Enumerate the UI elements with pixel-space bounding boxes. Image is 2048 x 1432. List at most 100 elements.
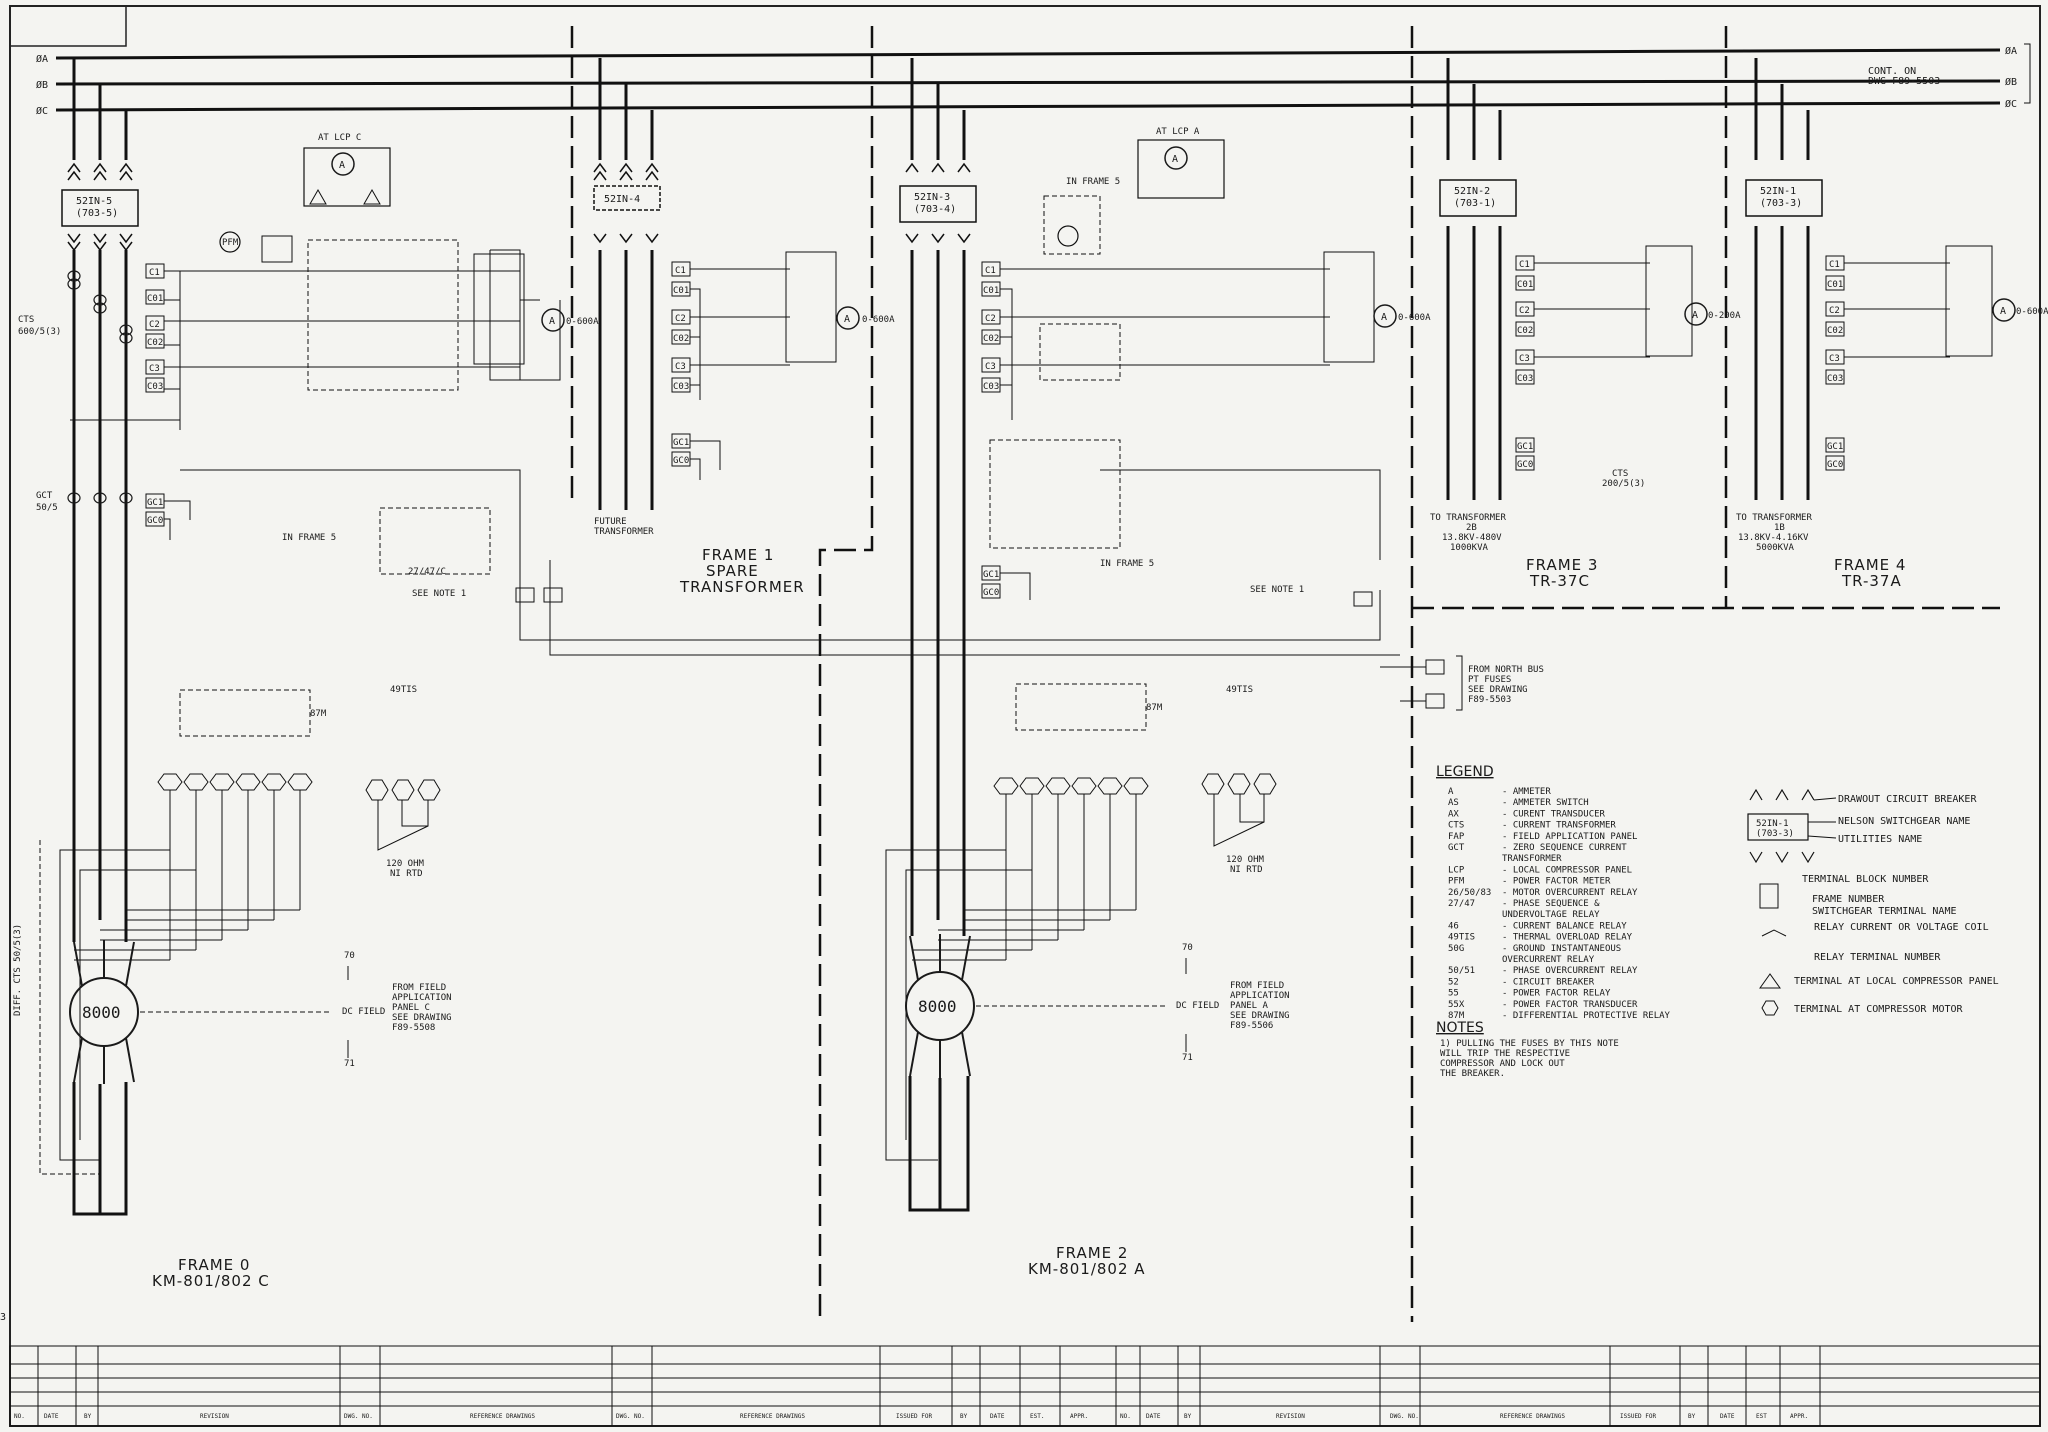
key-utilities: UTILITIES NAME <box>1838 834 1922 845</box>
frame2-av1 <box>1353 591 1373 607</box>
frame1-breaker-label: 52IN-4 <box>604 194 640 205</box>
frame1-ammeter <box>836 306 860 330</box>
frame0-pfm-meter <box>219 231 241 253</box>
legend-title: LEGEND <box>1436 764 1494 780</box>
frame1-ammeter-range: 0-600A <box>862 315 895 325</box>
legend-abbr: A <box>1448 787 1454 797</box>
frame3-breaker-box <box>1439 179 1517 217</box>
legend-desc: - AMMETER <box>1502 787 1551 797</box>
frame0-87m-box <box>179 689 311 737</box>
frame2-field-note-2: APPLICATION <box>1230 991 1290 1001</box>
frame3-terminal-blocks <box>1515 255 1535 471</box>
frame2-87m-label: 87M <box>1146 703 1163 713</box>
title-block-header: REFERENCE DRAWINGS <box>740 1413 805 1420</box>
frame4-breaker-label: 52IN-1 <box>1760 186 1796 197</box>
title-block-header: DWG. NO. <box>1390 1413 1419 1420</box>
legend-desc: - CURENT TRANSDUCER <box>1502 809 1606 819</box>
frame0-terminal-blocks <box>145 263 165 527</box>
frame2-87m-box <box>1015 683 1147 731</box>
frame0-breaker-box <box>61 189 139 227</box>
legend-desc: - MOTOR OVERCURRENT RELAY <box>1502 888 1638 898</box>
legend-desc: - AMMETER SWITCH <box>1502 798 1589 808</box>
legend-desc: - LOCAL COMPRESSOR PANEL <box>1502 865 1632 875</box>
frame0-rtd-1: 120 OHM <box>386 859 425 869</box>
svg-text:C03: C03 <box>983 382 999 392</box>
frame0-87m-leads <box>59 790 301 1161</box>
frame0-diff-label: DIFF. CTS 50/5(3) <box>13 924 23 1016</box>
frame1-subtitle-2: TRANSFORMER <box>679 578 805 596</box>
legend-desc: - FIELD APPLICATION PANEL <box>1502 832 1637 842</box>
legend-abbr: 26/50/83 <box>1448 888 1491 898</box>
key-sg-term: SWITCHGEAR TERMINAL NAME <box>1812 906 1957 917</box>
note-line: WILL TRIP THE RESPECTIVE <box>1440 1049 1570 1059</box>
svg-text:C1: C1 <box>1519 260 1530 270</box>
frame0-rtd-terminals <box>365 779 441 851</box>
title-block-header: DATE <box>990 1413 1005 1420</box>
frame0-field-note-3: PANEL C <box>392 1003 430 1013</box>
svg-text:GC1: GC1 <box>147 498 163 508</box>
key-relay-term: RELAY TERMINAL NUMBER <box>1814 952 1941 963</box>
frame0-motor-leads <box>72 930 128 1216</box>
frame2-breaker-label: 52IN-3 <box>914 192 950 203</box>
key-motor-term: TERMINAL AT COMPRESSOR MOTOR <box>1794 1004 1964 1015</box>
key-lcp-triangle-icon <box>1759 973 1781 989</box>
title-block-header: REFERENCE DRAWINGS <box>470 1413 535 1420</box>
frame2-lcp-ammeter <box>1164 146 1188 170</box>
legend-desc: - CURRENT BALANCE RELAY <box>1502 921 1627 931</box>
key-motor-hex-icon <box>1761 1000 1779 1016</box>
north-bus-av <box>1380 659 1445 709</box>
key-terminal-block <box>1759 883 1779 909</box>
frame2-feeder <box>910 58 966 930</box>
svg-text:C03: C03 <box>1517 374 1533 384</box>
legend-abbr: 87M <box>1448 1011 1465 1021</box>
frame2-field-70: 70 <box>1182 943 1193 953</box>
frame0-cts-value: 600/5(3) <box>18 327 61 337</box>
frame-dividers <box>570 26 1728 1322</box>
frame4-to-2: 1B <box>1774 523 1785 533</box>
frame4-breaker-sub: (703-3) <box>1760 198 1802 209</box>
key-breaker-box <box>1747 813 1809 841</box>
svg-text:GC1: GC1 <box>1517 442 1533 452</box>
frame1-secondary-wiring <box>690 268 790 480</box>
title-block-header: NO. <box>14 1413 25 1420</box>
frame0-gct-label: GCT <box>36 491 53 501</box>
frame0-relay-46-box <box>307 239 459 391</box>
svg-text:C2: C2 <box>1519 306 1530 316</box>
svg-text:C3: C3 <box>985 362 996 372</box>
frame2-field-note-3: PANEL A <box>1230 1001 1269 1011</box>
frame3-to-1: TO TRANSFORMER <box>1430 513 1506 523</box>
legend-desc: - THERMAL OVERLOAD RELAY <box>1502 933 1633 943</box>
phase-c-label-right: ØC <box>2005 98 2017 110</box>
legend-desc: - PHASE OVERCURRENT RELAY <box>1502 966 1638 976</box>
frame2-87m-terminals <box>993 777 1149 795</box>
legend-desc: UNDERVOLTAGE RELAY <box>1502 910 1600 920</box>
legend-abbr: FAP <box>1448 832 1465 842</box>
frame2-ammeter-switch <box>1323 251 1375 363</box>
phase-b-label: ØB <box>36 79 48 91</box>
frame0-lcp-box <box>303 147 391 207</box>
north-bus-3: SEE DRAWING <box>1468 685 1528 695</box>
note-line: THE BREAKER. <box>1440 1069 1505 1079</box>
title-block-header: NO. <box>1120 1413 1131 1420</box>
legend-abbr: PFM <box>1448 877 1465 887</box>
frame3-title: FRAME 3 <box>1526 556 1598 574</box>
frame3-to-3: 13.8KV-480V <box>1442 533 1502 543</box>
frame0-rtd-2: NI RTD <box>390 869 423 879</box>
frame2-in-frame5-label-2: IN FRAME 5 <box>1100 559 1154 569</box>
frame2-motor-label: 8000 <box>918 997 957 1016</box>
key-relay-coil-icon <box>1761 929 1787 937</box>
svg-text:C03: C03 <box>673 382 689 392</box>
frame4-to-1: TO TRANSFORMER <box>1736 513 1812 523</box>
frame0-subtitle: KM-801/802 C <box>152 1272 270 1290</box>
frame2-lcp-box <box>1137 139 1225 199</box>
legend-abbr: GCT <box>1448 843 1465 853</box>
frame2-in-frame5-relay-box <box>989 439 1121 549</box>
legend-abbr: 50G <box>1448 944 1464 954</box>
svg-text:C1: C1 <box>149 268 160 278</box>
frame2-lcp-label: AT LCP A <box>1156 127 1200 137</box>
